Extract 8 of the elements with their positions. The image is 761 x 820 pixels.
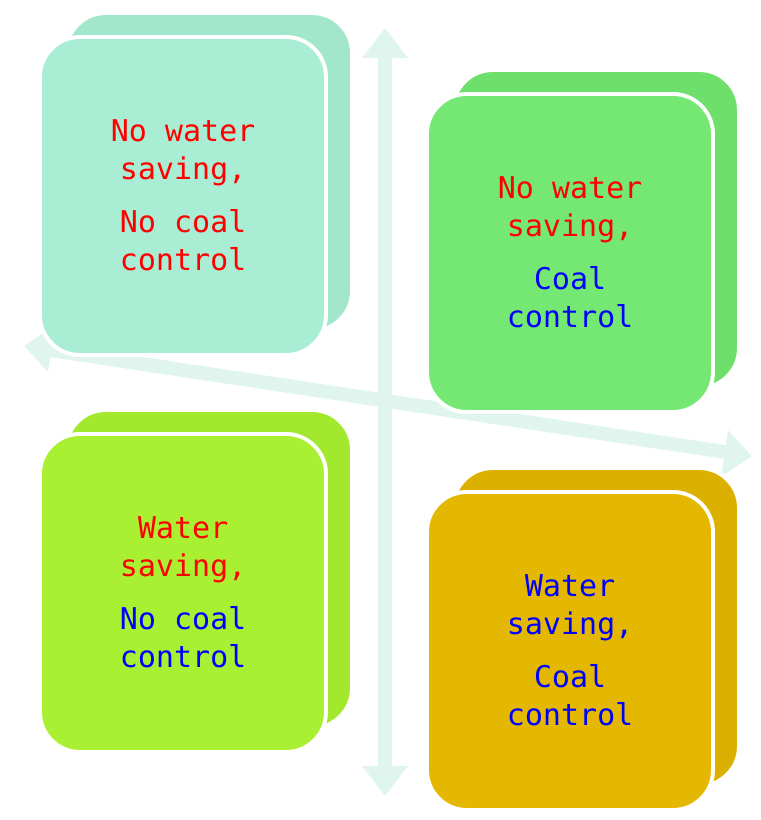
quadrant-label: No coal control (118, 204, 248, 279)
quadrant-label: Coal control (506, 659, 634, 734)
quadrant-label: Water saving, (118, 510, 248, 585)
quadrant-label: Coal control (506, 261, 634, 336)
quadrant-label: No coal control (118, 601, 248, 676)
quadrant-label: No water saving, (110, 113, 256, 188)
quadrant-label: No water saving, (496, 170, 644, 245)
quadrant-label: Water saving, (506, 568, 634, 643)
